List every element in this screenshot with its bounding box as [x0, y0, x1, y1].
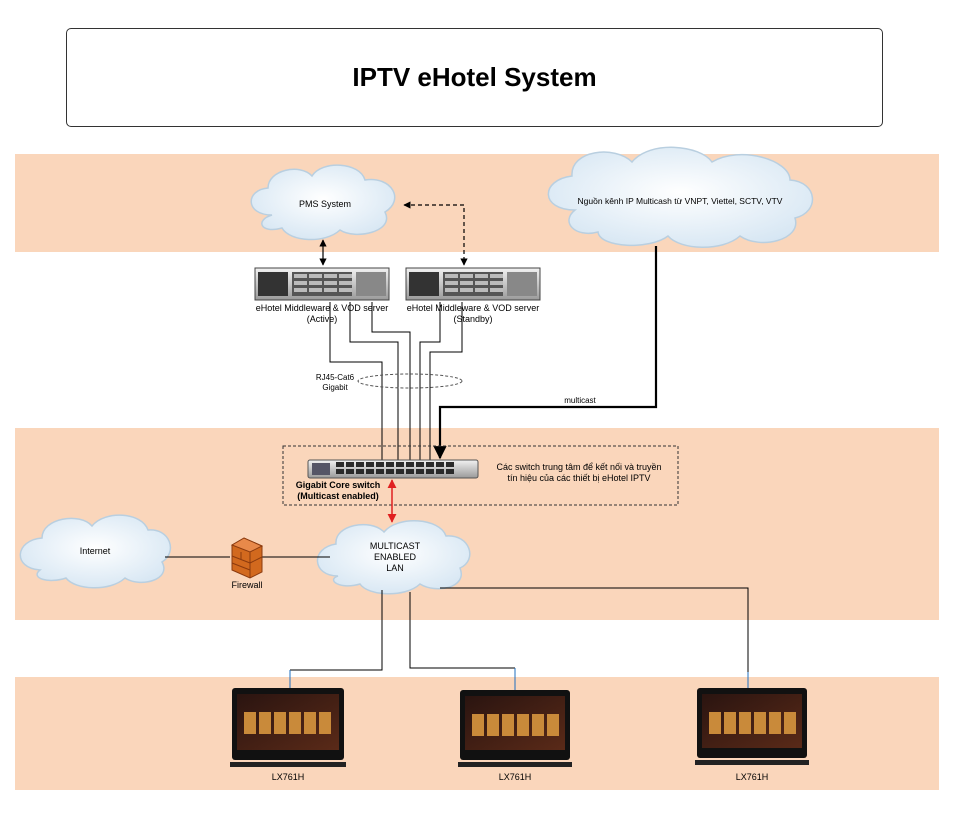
pms-standby-link [403, 201, 468, 266]
lan-cloud [316, 520, 471, 595]
tv-1-model: LX761H [271, 772, 305, 782]
lan-cloud-label-3: LAN [386, 563, 404, 573]
switch-port [336, 469, 344, 474]
firewall-label: Firewall [231, 580, 263, 590]
switch-port [436, 469, 444, 474]
internet-cloud-label: Internet [79, 546, 111, 556]
server-switch-cables [329, 302, 463, 460]
lan-cloud-label-2: ENABLED [373, 552, 417, 562]
switch-port [386, 462, 394, 467]
switch-port [416, 469, 424, 474]
switch-desc-2: tín hiệu của các thiết bị eHotel IPTV [507, 473, 651, 483]
tv-3-icon [695, 688, 809, 765]
multicast-label: multicast [564, 396, 596, 405]
switch-port [386, 469, 394, 474]
switch-port [356, 462, 364, 467]
page-title: IPTV eHotel System [352, 62, 597, 92]
switch-port [356, 469, 364, 474]
switch-desc-1: Các switch trung tâm để kết nối và truyề… [496, 462, 662, 472]
internet-cloud [19, 514, 172, 589]
standby-server-label-1: eHotel Middleware & VOD server [406, 303, 540, 313]
tv-2-icon [458, 690, 572, 767]
switch-port [426, 462, 434, 467]
switch-port [416, 462, 424, 467]
cable-bundle-ring [357, 373, 463, 389]
switch-port [396, 469, 404, 474]
switch-port [406, 469, 414, 474]
multicast-source-cloud [547, 146, 814, 248]
tv-3-model: LX761H [735, 772, 769, 782]
switch-port [396, 462, 404, 467]
active-server-label-1: eHotel Middleware & VOD server [255, 303, 389, 313]
active-server-label-2: (Active) [306, 314, 338, 324]
switch-port [436, 462, 444, 467]
core-switch-icon [307, 459, 479, 479]
switch-port [446, 462, 454, 467]
standby-server-icon [405, 267, 541, 301]
switch-port [376, 462, 384, 467]
tv-1-icon [230, 688, 346, 767]
firewall-icon [230, 537, 264, 579]
active-server-icon [254, 267, 390, 301]
multicast-source-label: Nguồn kênh IP Multicash từ VNPT, Viettel… [577, 196, 783, 206]
multicast-feed-line [433, 246, 658, 460]
cable-label-2: Gigabit [322, 383, 348, 392]
switch-port [346, 469, 354, 474]
switch-port [426, 469, 434, 474]
switch-label-2: (Multicast enabled) [297, 491, 379, 501]
pms-cloud-label: PMS System [298, 199, 351, 209]
switch-port [346, 462, 354, 467]
pms-cloud [250, 164, 396, 241]
switch-port [406, 462, 414, 467]
switch-port [366, 462, 374, 467]
switch-group-box [282, 445, 679, 506]
switch-port [336, 462, 344, 467]
standby-server-label-2: (Standby) [453, 314, 493, 324]
tv-2-model: LX761H [498, 772, 532, 782]
switch-port [366, 469, 374, 474]
switch-port [376, 469, 384, 474]
lan-tv-links [289, 587, 749, 690]
lan-cloud-label-1: MULTICAST [369, 541, 421, 551]
cable-label-1: RJ45-Cat6 [315, 373, 355, 382]
switch-label-1: Gigabit Core switch [295, 480, 381, 490]
switch-port [446, 469, 454, 474]
title-box: IPTV eHotel System [66, 28, 883, 127]
